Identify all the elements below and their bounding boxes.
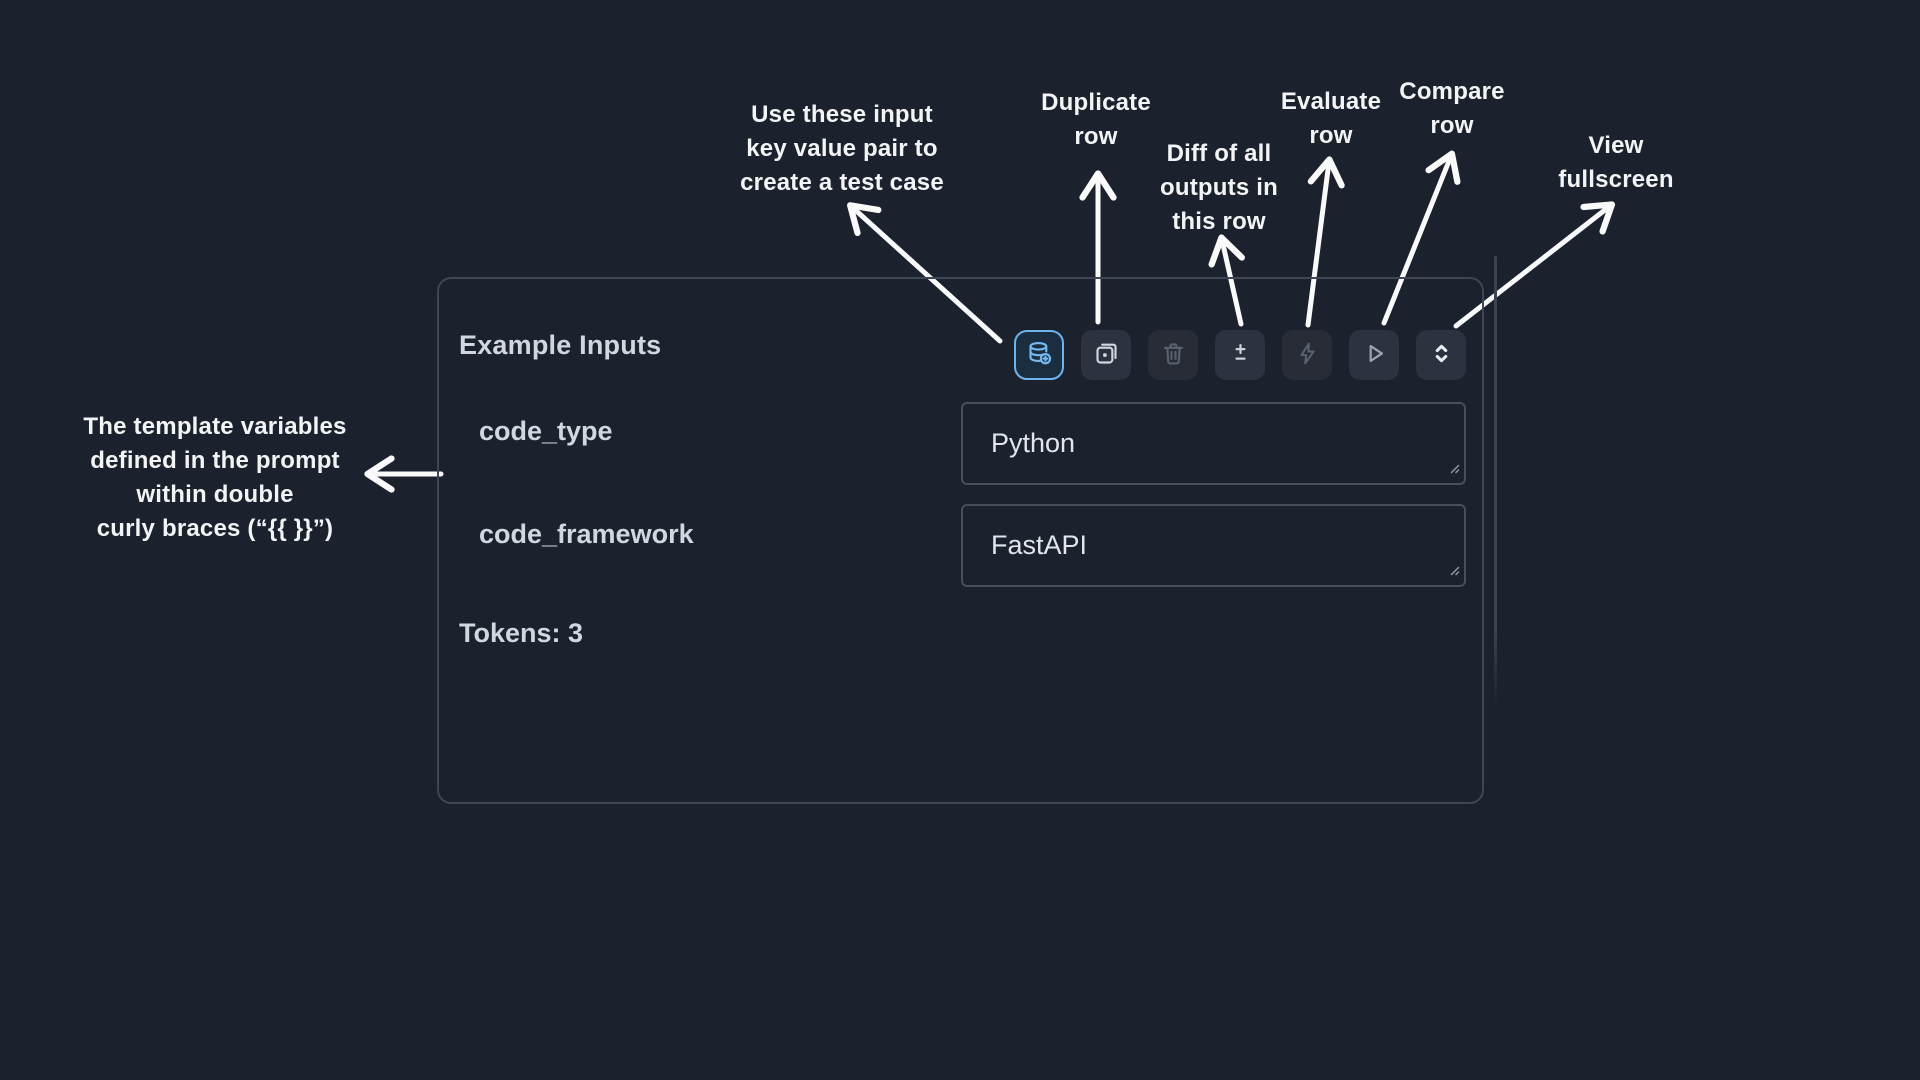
resize-grip-icon[interactable] <box>1447 563 1460 581</box>
annotation-compare-row: Compare row <box>1399 78 1505 139</box>
database-add-icon <box>1026 340 1053 370</box>
duplicate-icon <box>1093 340 1120 370</box>
delete-row-button[interactable] <box>1148 330 1198 380</box>
lightning-icon <box>1294 340 1321 370</box>
tokens-count: Tokens: 3 <box>459 618 584 648</box>
add-test-case-button[interactable] <box>1014 330 1064 380</box>
expand-icon <box>1428 340 1455 370</box>
panel-title: Example Inputs <box>459 330 662 360</box>
variable-label-code-type: code_type <box>479 416 613 446</box>
view-fullscreen-button[interactable] <box>1416 330 1466 380</box>
annotation-view-fullscreen: View fullscreen <box>1558 132 1674 193</box>
evaluate-row-button[interactable] <box>1282 330 1332 380</box>
annotation-template-variables: The template variables defined in the pr… <box>83 413 347 542</box>
resize-grip-icon[interactable] <box>1447 461 1460 479</box>
duplicate-row-button[interactable] <box>1081 330 1131 380</box>
diff-outputs-button[interactable] <box>1215 330 1265 380</box>
annotation-use-input: Use these input key value pair to create… <box>740 101 944 196</box>
trash-icon <box>1160 340 1187 370</box>
play-icon <box>1361 340 1388 370</box>
scrollbar-track[interactable] <box>1494 256 1497 708</box>
variable-label-code-framework: code_framework <box>479 519 694 549</box>
textarea-value: FastAPI <box>991 530 1088 560</box>
run-row-button[interactable] <box>1349 330 1399 380</box>
code-type-textarea[interactable]: Python <box>961 402 1466 485</box>
code-framework-textarea[interactable]: FastAPI <box>961 504 1466 587</box>
annotation-duplicate-row: Duplicate row <box>1041 89 1151 150</box>
example-inputs-panel: Example Inputs <box>437 277 1484 804</box>
row-toolbar <box>1014 330 1466 380</box>
textarea-value: Python <box>991 428 1076 458</box>
plus-minus-icon <box>1227 340 1254 370</box>
annotation-evaluate-row: Evaluate row <box>1280 88 1382 149</box>
annotation-diff-outputs: Diff of all outputs in this row <box>1160 140 1278 235</box>
